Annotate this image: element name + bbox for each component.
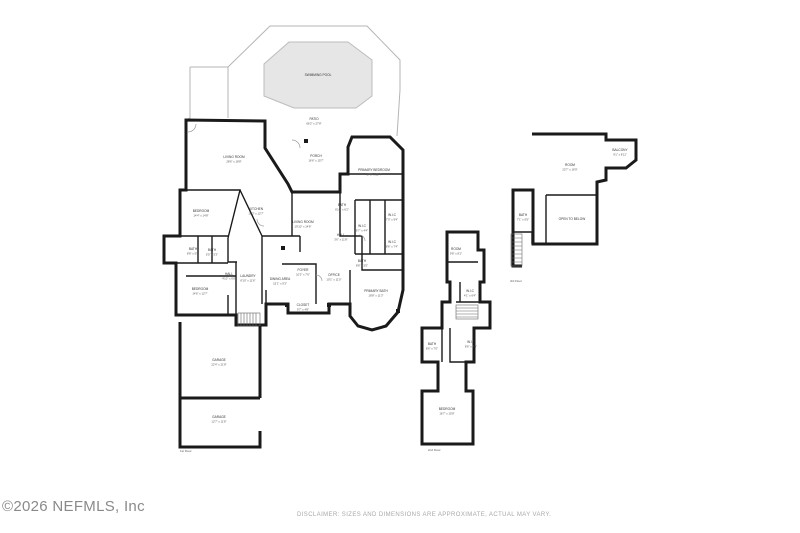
house-exterior-wall: [162, 118, 405, 332]
label-balcony: BALCONY: [612, 148, 628, 152]
dims-closet: 9'7" x 4'8": [297, 308, 309, 312]
dims-office: 10'1" x 11'0": [326, 278, 341, 282]
columns: [281, 139, 400, 313]
disclaimer-text: DISCLAIMER: SIZES AND DIMENSIONS ARE APP…: [297, 512, 552, 518]
label-room-2f: ROOM: [451, 247, 461, 251]
dims-bath-3f: 7'1" x 6'5": [517, 218, 529, 222]
floor-label-second: 2nd Floor: [428, 448, 441, 452]
label-living-room-2: LIVING ROOM: [292, 220, 314, 224]
swimming-pool: [263, 41, 373, 109]
floor-label-first: 1st Floor: [180, 449, 192, 453]
dims-balcony: 9'1" x 8'11": [613, 153, 627, 157]
dims-laundry: 8'10" x 11'6": [240, 279, 255, 283]
third-floor: [510, 132, 638, 268]
second-floor-interior: [441, 261, 480, 363]
dims-kitchen: 18'3" x 12'7": [248, 212, 263, 216]
label-hall: HALL: [337, 233, 345, 237]
copyright-watermark: ©2026 NEFMLS, Inc: [2, 498, 145, 515]
label-garage-1: GARAGE: [212, 358, 226, 362]
label-laundry: LAUNDRY: [240, 274, 256, 278]
dims-wic-1: 7'0" x 9'4": [386, 218, 398, 222]
label-closet: CLOSET: [297, 303, 310, 307]
label-bath-3f: BATH: [519, 213, 528, 217]
label-open-to-below: OPEN TO BELOW: [559, 217, 586, 221]
dims-primary-bedroom: 17'8" x 21'4": [366, 173, 381, 177]
label-bedroom-2f: BEDROOM: [439, 407, 456, 411]
label-wic-2: W.I.C: [388, 240, 396, 244]
label-patio: PATIO: [309, 117, 319, 121]
label-bath-4: BATH: [208, 248, 217, 252]
dims-room-2f: 9'8" x 8'1": [450, 252, 462, 256]
dims-living-room-1: 28'6" x 18'8": [226, 160, 241, 164]
dims-bedroom-2f: 16'7" x 15'8": [439, 412, 454, 416]
label-wic-2f: W.I.C: [466, 289, 474, 293]
floor-labels: 1st Floor 2nd Floor 3rd Floor: [180, 279, 522, 453]
label-bath-2f: BATH: [428, 342, 437, 346]
label-office: OFFICE: [328, 273, 340, 277]
dims-living-room-2: 19'10" x 14'8": [295, 225, 312, 229]
label-bedroom-1: BEDROOM: [193, 209, 210, 213]
label-foyer: FOYER: [298, 268, 310, 272]
dims-bath-4: 5'5" x 5'3": [206, 253, 218, 257]
dims-primary-bath: 18'8" x 11'3": [368, 294, 383, 298]
label-bath-1: BATH: [338, 203, 347, 207]
stairs-3f: [510, 233, 523, 267]
label-wic-2f-b: W.I.C: [467, 340, 475, 344]
label-bath-3: BATH: [189, 247, 198, 251]
door-arcs: [187, 123, 366, 282]
floor-label-third: 3rd Floor: [510, 279, 522, 283]
dims-patio: 66'2" x 27'8": [306, 122, 321, 126]
stairs-2f: [455, 304, 479, 320]
dims-hall-2: 4'10" x 6'8": [222, 277, 236, 281]
dims-porch: 16'6" x 15'7": [308, 159, 323, 163]
label-bedroom-2: BEDROOM: [192, 287, 209, 291]
room-labels: SWIMMING POOL PATIO 66'2" x 27'8" LIVING…: [187, 73, 629, 424]
label-room-3f: ROOM: [565, 163, 575, 167]
dims-wic-3: 6'7" x 4'4": [356, 229, 368, 233]
label-porch: PORCH: [310, 154, 322, 158]
dims-wic-2f: 4'1" x 6'4": [464, 294, 476, 298]
first-floor: [162, 25, 405, 449]
dims-foyer: 10'3" x 7'6": [296, 273, 310, 277]
label-swimming-pool: SWIMMING POOL: [305, 73, 332, 77]
dims-bath-2: 8'8" x 5'5": [356, 264, 368, 268]
interior-walls: [164, 173, 403, 315]
dims-bath-3: 8'8" x 5'5": [187, 252, 199, 256]
label-primary-bath: PRIMARY BATH: [364, 289, 388, 293]
label-kitchen: KITCHEN: [249, 207, 264, 211]
label-bath-2: BATH: [358, 259, 367, 263]
third-floor-wall: [511, 132, 638, 268]
dims-bath-2f: 8'6" x 7'0": [426, 347, 438, 351]
dims-bedroom-1: 14'4" x 14'8": [193, 214, 208, 218]
label-garage-2: GARAGE: [212, 415, 226, 419]
dims-garage-1: 22'4" x 21'8": [211, 363, 226, 367]
dims-garage-2: 12'7" x 11'8": [211, 420, 226, 424]
dims-hall: 3'6" x 11'8": [334, 238, 348, 242]
second-floor-wall: [420, 230, 492, 446]
second-floor: [420, 230, 492, 446]
dims-wic-2: 8'6" x 7'4": [386, 245, 398, 249]
label-wic-1: W.I.C: [388, 213, 396, 217]
label-primary-bedroom: PRIMARY BEDROOM: [358, 168, 390, 172]
dims-bedroom-2: 14'6" x 12'7": [192, 292, 207, 296]
garage-wall: [178, 322, 262, 449]
stairs-1f: [237, 312, 261, 327]
dims-bath-1: 6'10" x 6'2": [335, 208, 349, 212]
third-floor-interior: [513, 194, 597, 244]
label-dining-area: DINING AREA: [270, 277, 291, 281]
dims-room-3f: 23'7" x 16'9": [562, 168, 577, 172]
label-living-room-1: LIVING ROOM: [223, 155, 245, 159]
label-hall-2: HALL: [225, 272, 233, 276]
dims-dining-area: 15'1" x 9'3": [273, 282, 287, 286]
label-wic-3: W.I.C: [358, 224, 366, 228]
dims-wic-2f-b: 8'6" x 7'4": [465, 345, 477, 349]
